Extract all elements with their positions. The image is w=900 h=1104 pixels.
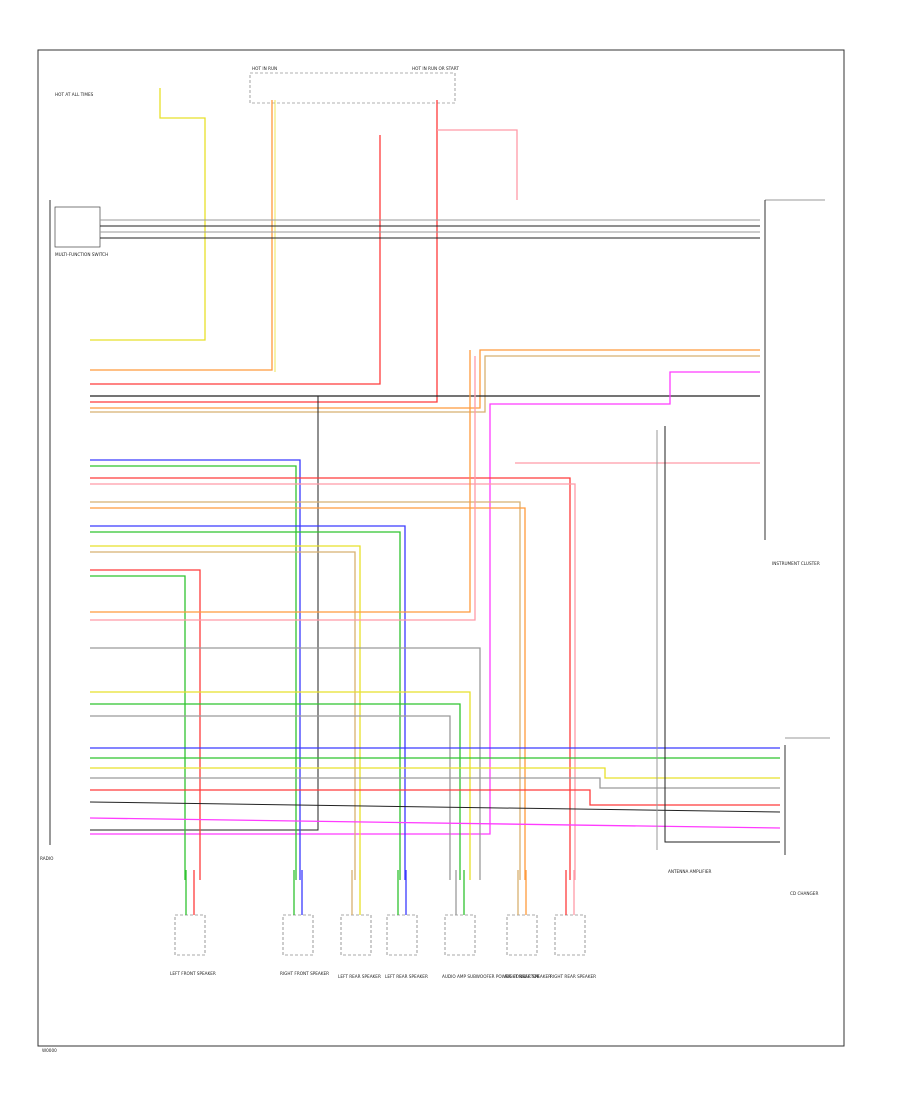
wire-orange-amp [90, 350, 471, 613]
right-rear-speaker-2-body [554, 914, 586, 956]
wire-pink-rr [90, 483, 576, 880]
wire-red-fuse [90, 135, 381, 385]
right-rear-speaker-body [506, 914, 538, 956]
wire-green-amp [90, 703, 461, 880]
wire-tan-rr [90, 501, 521, 880]
fuse-box-top-label: HOT IN RUN [252, 66, 277, 71]
multifunction-switch-label: MULTI-FUNCTION SWITCH [55, 252, 108, 257]
wire-pink-amp [90, 356, 476, 621]
wire-yellow-amp [90, 691, 471, 880]
right-front-speaker-body [282, 914, 314, 956]
speaker-label-right-front: RIGHT FRONT SPEAKER [280, 971, 329, 976]
wire-magenta-cd [89, 817, 781, 829]
left-rear-speaker-body [340, 914, 372, 956]
fuse-box-top [249, 72, 456, 104]
wire-blue-rf [90, 459, 301, 880]
wire-green-lf [90, 575, 186, 880]
wire-pink-fuse [437, 129, 518, 200]
wires-group [89, 88, 781, 880]
wire-blue-lr [90, 525, 406, 880]
wire-tan-cluster [90, 355, 760, 413]
wire-magenta-cluster [90, 371, 760, 835]
speaker-label-right-rear-2: RIGHT REAR SPEAKER [550, 974, 596, 979]
fuse-box-top2-label: HOT IN RUN OR START [412, 66, 459, 71]
speaker-label-right-rear: RIGHT REAR SPEAKER [505, 974, 551, 979]
wire-red-lf [90, 569, 201, 880]
wire-gray-cd [90, 777, 780, 789]
wire-red-rr [90, 477, 571, 880]
wire-yellow-lr [90, 545, 361, 880]
wire-red-fuse2 [90, 100, 438, 403]
wire-black-ground [90, 396, 319, 831]
wire-orange-rr [90, 507, 526, 880]
wire-gray-amp2 [90, 715, 451, 880]
instrument-cluster-label: INSTRUMENT CLUSTER [772, 561, 820, 566]
wire-tan-lr [90, 551, 356, 880]
multifunction-switch-box [54, 206, 101, 248]
speakers-group [174, 870, 586, 956]
wire-orange-fuse [90, 100, 273, 371]
wire-green-lr [90, 531, 401, 880]
wire-yellow-cd [90, 767, 780, 779]
cd-changer-label: CD CHANGER [790, 891, 818, 896]
radio-label: RADIO [40, 856, 54, 861]
speaker-label-left-front: LEFT FRONT SPEAKER [170, 971, 216, 976]
speaker-label-sub-amp: AUDIO AMP SUBWOOFER POWER CONNECTOR [442, 974, 540, 979]
left-rear-speaker-2-body [386, 914, 418, 956]
wire-black-antenna [664, 426, 780, 843]
wire-black-cd [89, 801, 781, 813]
sub-amp-connector-body [444, 914, 476, 956]
speaker-label-left-rear-2: LEFT REAR SPEAKER [385, 974, 428, 979]
wire-gray-amp [90, 647, 481, 880]
footer-code: W0000 [42, 1048, 57, 1053]
wire-yellow-top-left [90, 88, 206, 341]
speaker-label-left-rear: LEFT REAR SPEAKER [338, 974, 381, 979]
wire-orange-cluster [90, 349, 760, 409]
left-front-speaker-body [174, 914, 206, 956]
hot-at-all-times-label: HOT AT ALL TIMES [55, 92, 94, 97]
wire-red-cd [90, 789, 780, 806]
antenna-label: ANTENNA AMPLIFIER [668, 869, 712, 874]
wire-green-rf [90, 465, 297, 880]
diagram-frame [37, 49, 845, 1047]
